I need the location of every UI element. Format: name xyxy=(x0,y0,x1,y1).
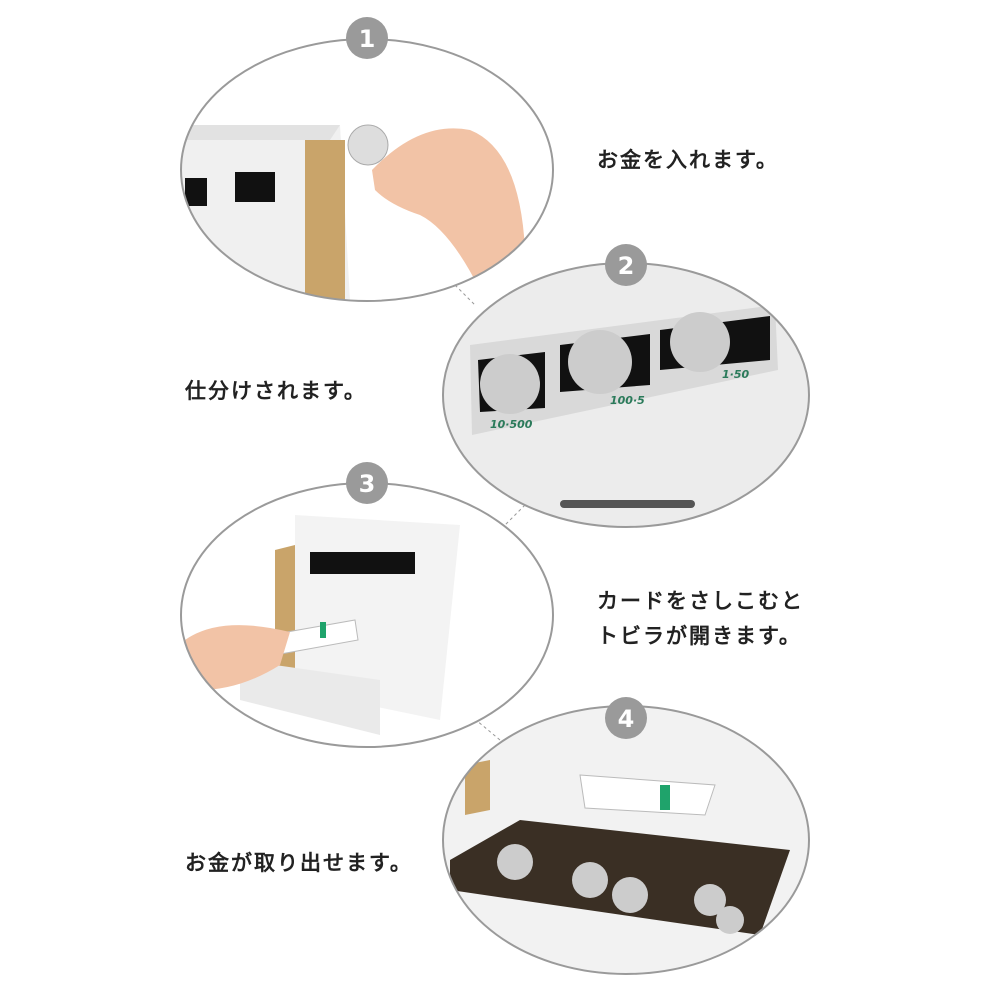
step-3-photo xyxy=(181,483,553,747)
step-3-caption-line-1: カードをさしこむと xyxy=(597,589,804,613)
step-2-caption: 仕分けされます。 xyxy=(185,379,367,403)
step-3-number: 3 xyxy=(359,470,376,498)
connector-1-2 xyxy=(454,284,476,306)
step-4-badge: 4 xyxy=(605,697,647,739)
step-1-badge: 1 xyxy=(346,17,388,59)
step-2-number: 2 xyxy=(618,252,635,280)
step-4-caption: お金が取り出せます。 xyxy=(185,851,413,875)
step-1-caption: お金を入れます。 xyxy=(597,148,779,172)
step-4-number: 4 xyxy=(618,705,635,733)
step-2-photo: 10·500 100·5 1·50 xyxy=(443,263,809,527)
step-4-photo xyxy=(443,706,809,974)
slot-label-100-5: 100·5 xyxy=(610,394,645,407)
slot-label-10-500: 10·500 xyxy=(490,418,533,431)
step-3-caption-line-2: トビラが開きます。 xyxy=(597,624,802,648)
connector-2-3 xyxy=(504,504,526,526)
slot-label-1-50: 1·50 xyxy=(722,368,749,381)
step-3-badge: 3 xyxy=(346,462,388,504)
step-2-badge: 2 xyxy=(605,244,647,286)
step-1-number: 1 xyxy=(359,25,376,53)
